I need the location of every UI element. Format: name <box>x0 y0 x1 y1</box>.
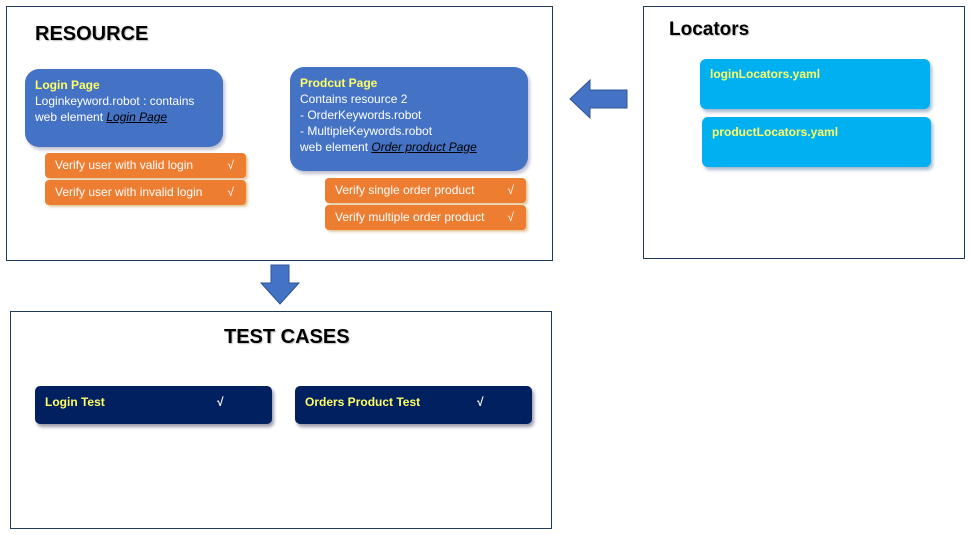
login-test-label: Login Test <box>45 395 105 409</box>
login-page-line2: web element Login Page <box>35 109 213 125</box>
test-valid-login: Verify user with valid login √ <box>45 153 246 178</box>
login-test-card: Login Test √ <box>35 386 272 424</box>
product-locators-file: productLocators.yaml <box>702 117 931 167</box>
product-page-line2: - OrderKeywords.robot <box>300 108 422 122</box>
check-mark: √ <box>507 210 514 224</box>
product-page-line4: web element Order product Page <box>300 139 518 155</box>
check-mark: √ <box>217 395 224 409</box>
product-page-line4-prefix: web element <box>300 140 372 154</box>
test-single-order-label: Verify single order product <box>335 183 475 197</box>
login-locators-label: loginLocators.yaml <box>710 67 821 81</box>
login-page-card: Login Page Loginkeyword.robot : contains… <box>25 69 223 147</box>
test-cases-panel: TEST CASES Login Test √ Orders Product T… <box>10 311 552 529</box>
resource-panel: RESOURCE Login Page Loginkeyword.robot :… <box>6 6 553 261</box>
test-single-order: Verify single order product √ <box>325 178 526 203</box>
test-invalid-login: Verify user with invalid login √ <box>45 180 246 205</box>
locators-title: Locators <box>669 19 750 40</box>
test-valid-login-label: Verify user with valid login <box>55 158 194 172</box>
down-arrow-icon <box>259 264 301 305</box>
login-locators-file: loginLocators.yaml <box>700 59 930 109</box>
login-page-link: Login Page <box>106 110 168 124</box>
product-page-title: Prodcut Page <box>300 76 378 90</box>
check-mark: √ <box>227 185 234 199</box>
product-locators-label: productLocators.yaml <box>712 125 839 139</box>
test-cases-title: TEST CASES <box>224 326 350 348</box>
product-page-line1: Contains resource 2 <box>300 92 408 106</box>
orders-product-test-card: Orders Product Test √ <box>295 386 532 424</box>
check-mark: √ <box>227 158 234 172</box>
product-page-link: Order product Page <box>371 140 477 154</box>
test-invalid-login-label: Verify user with invalid login <box>55 185 203 199</box>
test-multiple-order-label: Verify multiple order product <box>335 210 485 224</box>
check-mark: √ <box>507 183 514 197</box>
product-page-card: Prodcut Page Contains resource 2 - Order… <box>290 67 528 171</box>
orders-product-test-label: Orders Product Test <box>305 395 421 409</box>
login-page-title: Login Page <box>35 78 100 92</box>
login-page-line2-prefix: web element <box>35 110 107 124</box>
login-page-line1: Loginkeyword.robot : contains <box>35 94 195 108</box>
left-arrow-icon <box>569 78 628 120</box>
product-page-line3: - MultipleKeywords.robot <box>300 124 433 138</box>
resource-title: RESOURCE <box>35 23 149 45</box>
test-multiple-order: Verify multiple order product √ <box>325 205 526 230</box>
check-mark: √ <box>477 395 484 409</box>
locators-panel: Locators loginLocators.yaml productLocat… <box>643 6 965 259</box>
